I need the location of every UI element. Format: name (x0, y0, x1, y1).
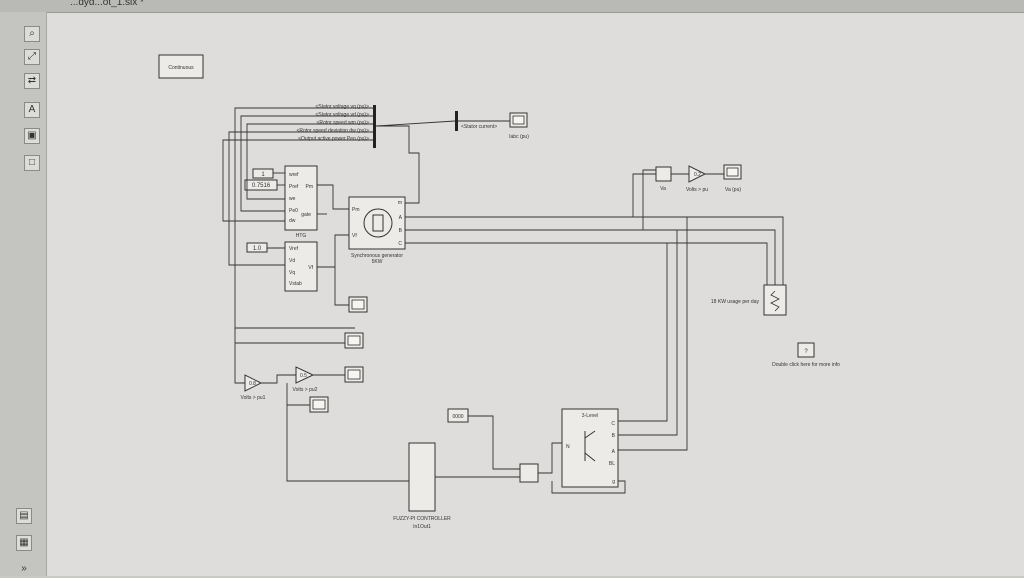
scope-2[interactable] (348, 296, 368, 313)
svg-text:0.7516: 0.7516 (252, 183, 271, 189)
info-label: Double click here for more info (772, 362, 840, 368)
constant-block-1[interactable]: 1 (252, 168, 274, 179)
bus-signal-3: <Rotor speed wm (pu)> (316, 120, 369, 126)
annotation-icon[interactable]: A (24, 102, 40, 118)
svg-text:Pm: Pm (352, 207, 360, 213)
svg-text:Vstab: Vstab (289, 281, 302, 287)
simulink-diagram[interactable]: Continuous <Stator voltage vq (pu)> <Sta… (47, 13, 1024, 576)
converter-title: 3-Level (582, 413, 598, 419)
excitation-block[interactable]: Vref Vd Vq Vstab Vf (284, 241, 318, 292)
bus-signal-1: <Stator voltage vq (pu)> (315, 104, 369, 110)
fuzzy-sublabel: In1Out1 (413, 524, 431, 530)
rlc-load-block[interactable]: 18 KW usage per day (711, 284, 787, 316)
svg-text:0000: 0000 (452, 414, 463, 420)
svg-text:0.8: 0.8 (249, 381, 256, 387)
svg-text:C: C (611, 421, 615, 427)
fuzzy-label: FUZZY-PI CONTROLLER (393, 516, 451, 522)
svg-text:Pe0: Pe0 (289, 208, 298, 214)
mux-block[interactable] (519, 463, 539, 483)
synchronous-generator-block[interactable]: Pm Vf m A B C Synchronous generator 5KW (348, 196, 406, 265)
scope-iabc[interactable]: Iabc (pu) (509, 112, 529, 140)
gain-va[interactable]: 0.2 Volts > pu (686, 165, 708, 193)
window-title: ...dyd...ot_1.slx * (70, 0, 144, 8)
va-label: Va (660, 186, 666, 192)
zoom-icon[interactable]: ⌕ (24, 26, 40, 42)
load-label: 18 KW usage per day (711, 299, 760, 305)
svg-text:0.2: 0.2 (694, 172, 701, 178)
svg-text:Vq: Vq (289, 270, 295, 276)
svg-text:C: C (398, 241, 402, 247)
fuzzy-pi-controller-block[interactable]: FUZZY-PI CONTROLLER In1Out1 (393, 442, 451, 530)
scope-3[interactable] (344, 332, 364, 349)
generator-rating: 5KW (372, 259, 383, 265)
arrows-icon[interactable]: ⇄ (24, 73, 40, 89)
window-title-bar: ...dyd...ot_1.slx * (0, 0, 1024, 13)
bus-signal-2: <Stator voltage vd (pu)> (315, 112, 369, 118)
square-icon[interactable]: □ (24, 155, 40, 171)
bus-signal-4: <Rotor speed deviation dw (pu)> (296, 128, 369, 134)
svg-text:A: A (612, 449, 616, 455)
fit-view-icon[interactable]: ⤢ (24, 49, 40, 65)
left-toolbar: ⌕ ⤢ ⇄ A ▣ □ ▤ ▦ » (0, 12, 47, 576)
svg-text:m: m (398, 200, 402, 206)
gain-va-label: Volts > pu (686, 187, 708, 193)
svg-text:0.5: 0.5 (300, 373, 307, 379)
svg-text:1: 1 (261, 172, 265, 178)
svg-text:B: B (612, 433, 616, 439)
library-icon[interactable]: ▤ (16, 508, 32, 524)
svg-text:we: we (289, 196, 296, 202)
bus-signal-5: <Output active power Peo (pu)> (298, 136, 369, 142)
svg-text:N: N (566, 444, 570, 450)
model-canvas[interactable]: Continuous <Stator voltage vq (pu)> <Sta… (47, 13, 1024, 576)
info-icon: ? (804, 349, 808, 355)
scope-5[interactable] (309, 396, 329, 413)
info-block[interactable]: ? Double click here for more info (772, 342, 840, 368)
stator-current-selector[interactable]: <Stator current> (455, 111, 497, 131)
gain-1-label: Volts > pu1 (241, 395, 266, 401)
info-icon[interactable]: ▦ (16, 535, 32, 551)
expand-icon[interactable]: » (21, 563, 27, 574)
svg-text:BL: BL (609, 461, 615, 467)
svg-text:gate: gate (301, 212, 311, 218)
scope-4[interactable] (344, 366, 364, 383)
svg-text:wref: wref (289, 172, 299, 178)
image-icon[interactable]: ▣ (24, 128, 40, 144)
svg-text:B: B (399, 228, 403, 234)
bus-selector[interactable]: <Stator voltage vq (pu)> <Stator voltage… (296, 104, 376, 148)
scope-va[interactable]: Va (pu) (723, 164, 742, 193)
scope-iabc-label: Iabc (pu) (509, 134, 529, 140)
svg-text:Pref: Pref (289, 184, 299, 190)
svg-text:Vref: Vref (289, 246, 299, 252)
svg-text:dw: dw (289, 218, 296, 224)
powergui-block[interactable]: Continuous (158, 54, 204, 79)
powergui-label: Continuous (168, 65, 194, 71)
svg-text:Vd: Vd (289, 258, 295, 264)
gain-1[interactable]: 0.8 Volts > pu1 (241, 374, 266, 401)
gain-2[interactable]: 0.5 Volts > pu2 (293, 366, 318, 393)
generator-label: Synchronous generator (351, 253, 403, 259)
stator-current-label: <Stator current> (461, 124, 497, 130)
svg-text:Pm: Pm (306, 184, 314, 190)
htg-label: HTG (296, 233, 307, 239)
constant-block-3[interactable]: 1.0 (246, 242, 268, 253)
pulse-block[interactable]: 0000 (447, 408, 469, 423)
htg-block[interactable]: wref Pref we Pe0 dw Pm gate HTG (284, 165, 318, 239)
svg-text:Vf: Vf (352, 233, 357, 239)
wiring (222, 107, 784, 494)
svg-text:Vf: Vf (308, 265, 313, 271)
svg-text:1.0: 1.0 (253, 246, 262, 252)
three-level-converter-block[interactable]: 3-Level C B A N BL g (561, 408, 619, 488)
constant-block-2[interactable]: 0.7516 (244, 179, 278, 191)
scope-va-label: Va (pu) (725, 187, 741, 193)
voltage-measurement-va[interactable]: Va (655, 166, 672, 192)
gain-2-label: Volts > pu2 (293, 387, 318, 393)
svg-text:A: A (399, 215, 403, 221)
svg-text:g: g (612, 479, 615, 485)
